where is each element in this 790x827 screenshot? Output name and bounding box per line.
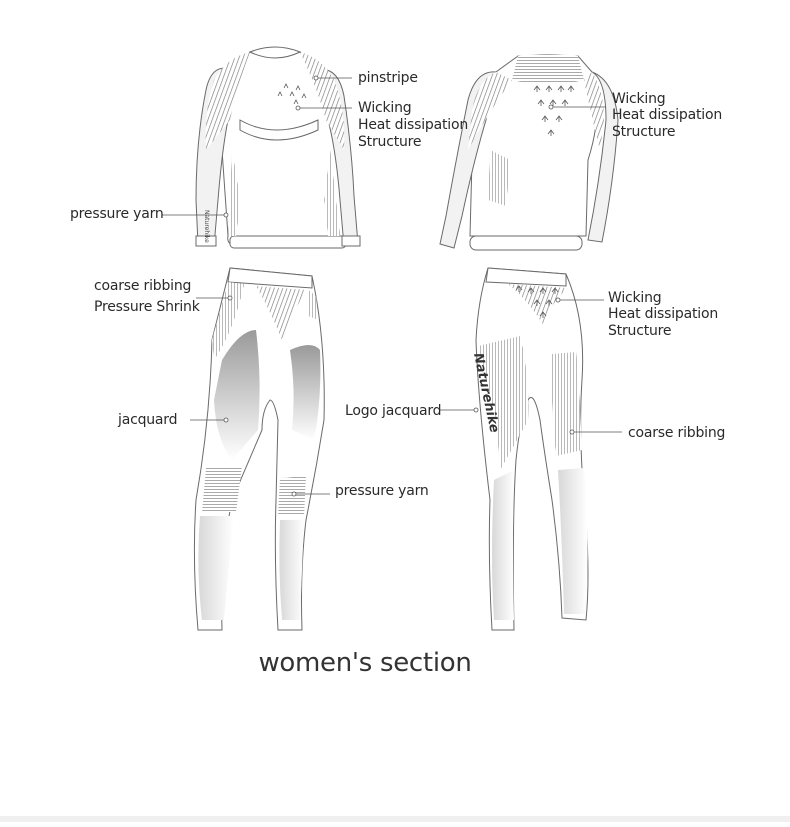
label-pressure-shrink: Pressure Shrink — [94, 299, 200, 315]
label-back-pants-wicking-1: Wicking — [608, 290, 662, 306]
front-top-side-shade-right — [324, 150, 340, 236]
back-pants-left-calf — [492, 470, 514, 620]
label-back-top-wicking-2: Heat dissipation — [612, 107, 722, 123]
footer-divider — [0, 816, 790, 822]
back-pants-wicking-marks — [515, 285, 559, 318]
front-pants — [193, 267, 325, 631]
front-top-underbust-band — [239, 119, 319, 141]
front-pants-right-jacquard — [290, 345, 321, 440]
label-front-top-wicking-2: Heat dissipation — [358, 117, 468, 133]
label-coarse-ribbing-front: coarse ribbing — [94, 278, 192, 294]
front-pants-waistband — [227, 267, 313, 289]
front-top — [195, 46, 361, 249]
front-pants-right-calf — [279, 520, 304, 620]
front-pants-left-calf — [198, 516, 234, 620]
back-top-wicking-marks — [533, 85, 575, 136]
front-pants-left-pressure-shrink — [212, 282, 244, 360]
back-pants-right-calf — [558, 468, 588, 614]
label-back-top-wicking-3: Structure — [612, 124, 676, 140]
front-top-left-raglan-shade — [205, 52, 250, 150]
front-top-right-raglan-shade — [300, 52, 345, 150]
front-pants-right-knee — [278, 476, 306, 516]
front-pants-right-ribbing — [308, 290, 318, 320]
front-pants-left-knee — [202, 466, 242, 512]
back-pants-right-ribbing — [551, 352, 582, 456]
label-pressure-yarn-top: pressure yarn — [70, 206, 164, 222]
leader-lines — [162, 75, 622, 497]
back-pants — [475, 267, 589, 631]
section-caption: women's section — [258, 648, 472, 678]
front-top-left-cuff — [195, 235, 217, 247]
label-logo-jacquard: Logo jacquard — [345, 403, 442, 419]
front-top-collar — [248, 46, 302, 59]
back-top-right-raglan-shade — [584, 72, 604, 150]
label-coarse-ribbing-back: coarse ribbing — [628, 425, 726, 441]
label-front-top-wicking-3: Structure — [358, 134, 422, 150]
label-pinstripe: pinstripe — [358, 70, 418, 86]
label-pressure-yarn-knee: pressure yarn — [335, 483, 429, 499]
back-pants-left-logo-panel — [478, 336, 529, 470]
back-top-left-raglan-shade — [468, 72, 512, 150]
front-top-side-shade-left — [228, 150, 240, 236]
label-back-pants-wicking-2: Heat dissipation — [608, 306, 718, 322]
back-top-side-shade — [488, 150, 510, 206]
back-top-right-sleeve — [587, 71, 619, 243]
back-top-yoke — [512, 54, 584, 84]
front-top-hem — [229, 235, 347, 249]
sleeve-print: Naturehike — [203, 210, 210, 243]
front-top-wicking-marks — [277, 83, 307, 105]
label-front-top-wicking-1: Wicking — [358, 100, 412, 116]
front-pants-left-jacquard — [214, 330, 260, 460]
back-pants-waistband — [485, 267, 567, 287]
label-back-pants-wicking-3: Structure — [608, 323, 672, 339]
front-top-right-cuff — [341, 235, 361, 247]
label-jacquard: jacquard — [118, 412, 178, 428]
back-top-hem — [469, 235, 583, 251]
front-pants-center-v — [256, 286, 306, 340]
back-top — [439, 54, 619, 251]
label-back-top-wicking-1: Wicking — [612, 91, 666, 107]
back-pants-v — [508, 284, 568, 326]
